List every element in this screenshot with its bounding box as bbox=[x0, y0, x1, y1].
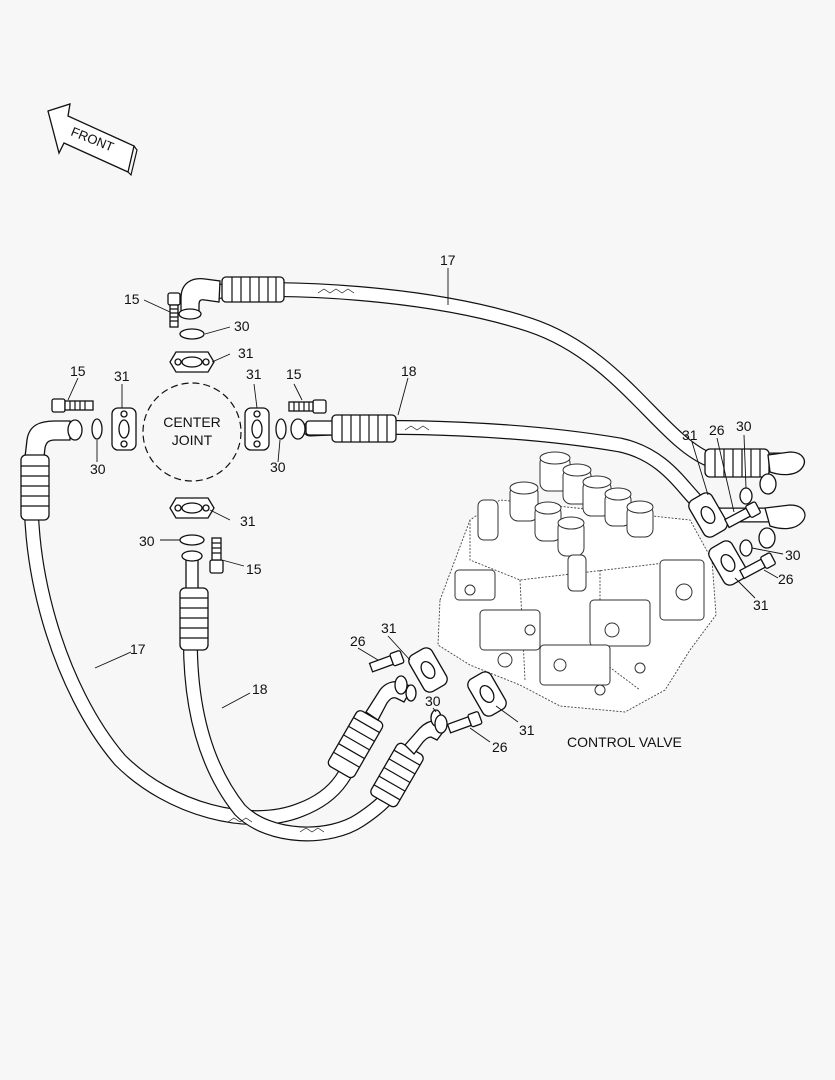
bolt-26-cv-right bbox=[738, 552, 776, 580]
fitting-ends bbox=[67, 418, 777, 734]
callout-15-top: 15 bbox=[124, 291, 140, 307]
callout-18-bottom: 18 bbox=[252, 681, 268, 697]
callout-26-cv-lower: 26 bbox=[492, 739, 508, 755]
callout-15-right: 15 bbox=[286, 366, 302, 382]
flange-31-cv-right bbox=[708, 540, 748, 586]
hose-17-lower bbox=[23, 447, 368, 826]
callout-30-top: 30 bbox=[234, 318, 250, 334]
callout-31-cv-upper: 31 bbox=[682, 427, 698, 443]
callout-26-cv-right: 26 bbox=[778, 571, 794, 587]
callout-31-bottom: 31 bbox=[240, 513, 256, 529]
bolt-26-cv-lower bbox=[446, 711, 483, 734]
bolt-15-left bbox=[51, 398, 94, 413]
flange-31-bottom bbox=[169, 497, 215, 519]
callout-18-top: 18 bbox=[401, 363, 417, 379]
callout-30-cv-mid: 30 bbox=[425, 693, 441, 709]
callout-31-left: 31 bbox=[114, 368, 130, 384]
hose-markings bbox=[227, 288, 430, 833]
flange-31-left bbox=[111, 407, 137, 451]
hose-18-lower-fitting bbox=[179, 559, 209, 651]
bolt-26-cv-upper bbox=[723, 501, 761, 529]
callout-30-cv-right: 30 bbox=[785, 547, 801, 563]
hose-17-crimp-upper bbox=[221, 276, 285, 303]
callout-31-cv-mid: 31 bbox=[381, 620, 397, 636]
hose-17-right-fitting bbox=[704, 448, 805, 478]
hose-17-elbow bbox=[178, 277, 221, 320]
flange-31-top bbox=[169, 351, 215, 373]
callout-17-top: 17 bbox=[440, 252, 456, 268]
flange-31-right-joint bbox=[244, 407, 270, 451]
hose-18-right-fitting bbox=[764, 504, 806, 530]
hose-17-left-elbow bbox=[24, 420, 71, 458]
bolt-15-top bbox=[167, 292, 181, 328]
flange-31-cv-mid bbox=[408, 647, 448, 693]
center-joint-label-1: CENTER bbox=[163, 414, 221, 430]
hose-17-crimp-lower bbox=[20, 454, 50, 521]
callout-31-cv-right: 31 bbox=[753, 597, 769, 613]
callout-31-top: 31 bbox=[238, 345, 254, 361]
hose-18-lower bbox=[182, 592, 408, 842]
leader-lines bbox=[67, 268, 784, 743]
control-valve-label: CONTROL VALVE bbox=[567, 734, 682, 750]
callout-30-left: 30 bbox=[90, 461, 106, 477]
hose-18-fitting bbox=[305, 414, 397, 443]
callout-15-bottom: 15 bbox=[246, 561, 262, 577]
flange-31-cv-lower bbox=[467, 671, 507, 717]
hose-17-upper bbox=[204, 282, 803, 468]
callout-17-bottom: 17 bbox=[130, 641, 146, 657]
callout-30-cv-upper: 30 bbox=[736, 418, 752, 434]
callout-31-cv-lower: 31 bbox=[519, 722, 535, 738]
control-valve-body bbox=[437, 451, 717, 713]
flange-31-cv-upper bbox=[688, 492, 728, 538]
callout-31-joint-right: 31 bbox=[246, 366, 262, 382]
callout-15-left: 15 bbox=[70, 363, 86, 379]
hose-17-valve-crimp bbox=[327, 710, 384, 779]
bolt-26-cv-mid bbox=[368, 650, 405, 673]
o-rings-30 bbox=[91, 328, 753, 727]
front-arrow: FRONT bbox=[47, 103, 138, 177]
callout-26-cv-mid: 26 bbox=[350, 633, 366, 649]
bolt-15-right bbox=[288, 399, 327, 414]
center-joint-outline bbox=[142, 382, 242, 482]
bolt-15-bottom bbox=[209, 537, 224, 574]
center-joint-label-2: JOINT bbox=[172, 432, 213, 448]
callout-30-joint-right: 30 bbox=[270, 459, 286, 475]
callouts: 17 15 30 31 15 31 31 15 18 30 30 31 30 1… bbox=[70, 252, 801, 755]
callout-26-cv-upper: 26 bbox=[709, 422, 725, 438]
callout-30-bottom: 30 bbox=[139, 533, 155, 549]
